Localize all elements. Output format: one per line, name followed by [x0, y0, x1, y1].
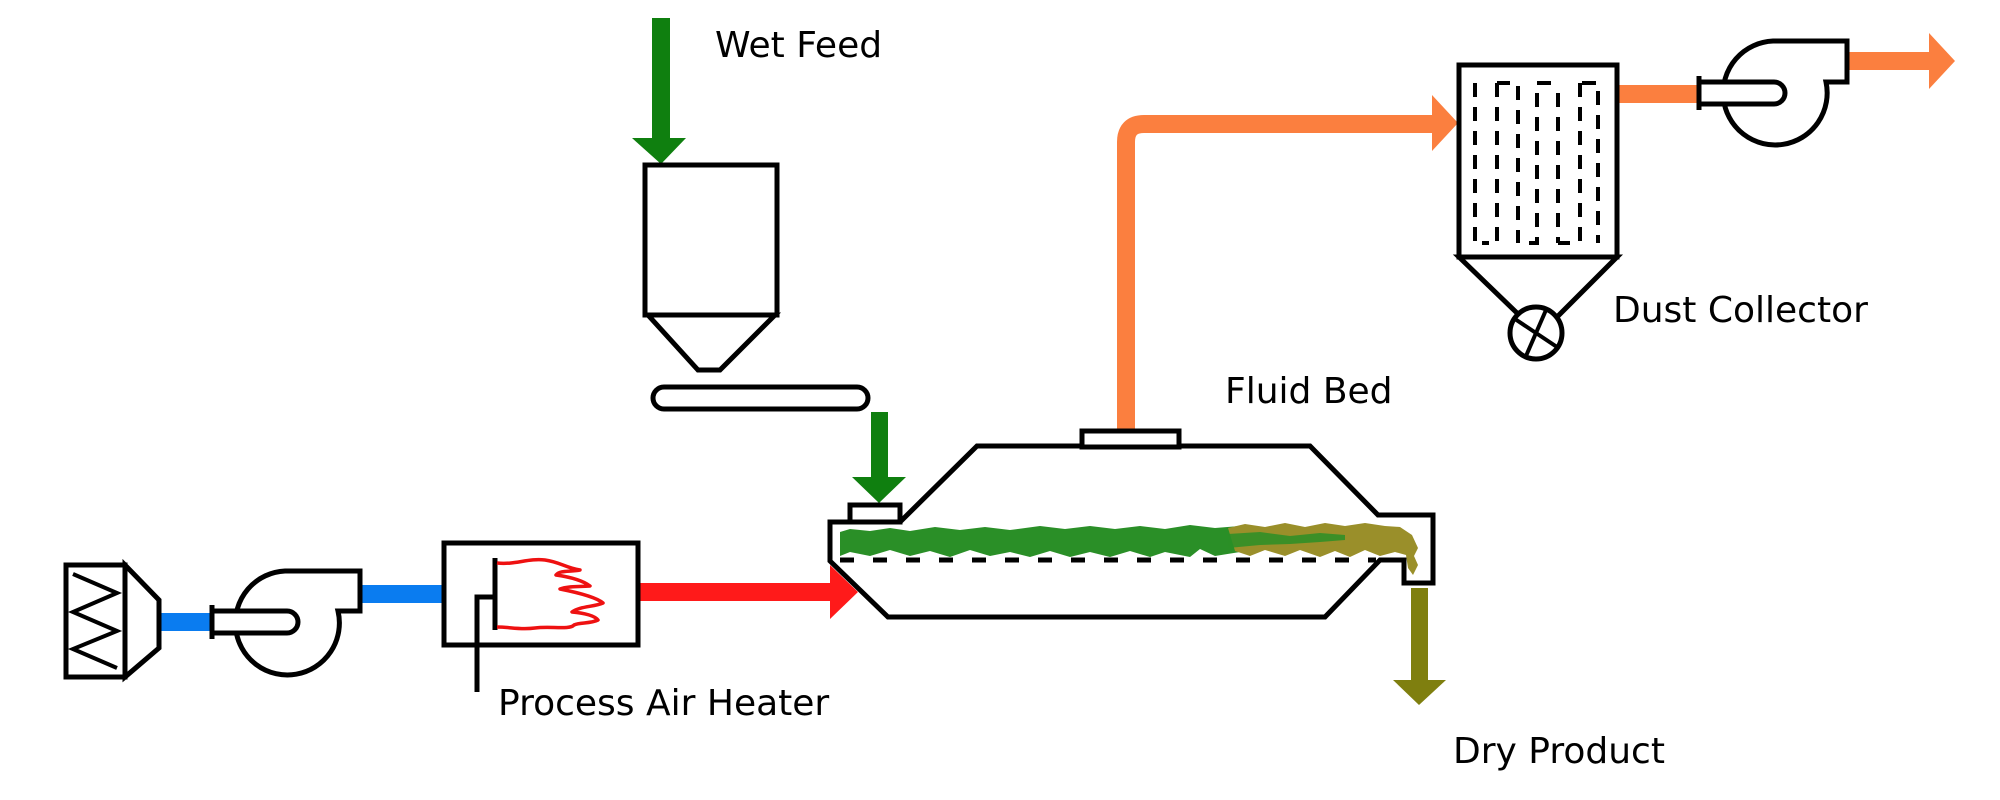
exhaust-outlet-arrowhead — [1929, 33, 1955, 89]
hot-air-pipe — [640, 583, 834, 601]
label-wet-feed: Wet Feed — [715, 25, 882, 66]
inlet-filter[interactable] — [63, 558, 162, 683]
fluid-bed[interactable] — [827, 428, 1436, 620]
inlet-filter-transition — [122, 558, 162, 683]
wet-feed-arrowhead-bed — [852, 477, 906, 503]
filter-bag — [1582, 81, 1600, 243]
label-process-air-heater: Process Air Heater — [498, 683, 829, 724]
hot-air-arrow — [640, 565, 858, 619]
exhaust-fan-inlet-tube — [1696, 79, 1788, 107]
supply-fan[interactable] — [209, 568, 363, 678]
fluid-bed-feed-inlet — [847, 502, 903, 525]
dry-product-shaft — [1411, 588, 1428, 682]
filter-bag — [1524, 93, 1539, 245]
wet-feed-arrow-top — [632, 18, 686, 164]
ambient-air-pipe-1 — [159, 613, 213, 631]
hot-air-arrowhead — [830, 565, 858, 619]
fluid-bed-exhaust-nozzle — [1079, 428, 1182, 450]
ambient-air-pipe-2 — [358, 585, 445, 603]
filter-element-icon — [67, 572, 123, 670]
wet-feed-arrowhead-top — [632, 138, 686, 164]
bed-material-transition — [1228, 532, 1345, 548]
flame-icon — [496, 557, 605, 631]
rotary-valve[interactable] — [1507, 304, 1565, 362]
bed-material-wet — [840, 525, 1240, 557]
fuel-line — [474, 594, 495, 692]
label-dry-product: Dry Product — [1453, 731, 1665, 772]
hopper-body — [642, 162, 780, 318]
exhaust-outlet-arrow — [1845, 33, 1955, 89]
label-fluid-bed: Fluid Bed — [1225, 371, 1393, 412]
filter-bag — [1482, 83, 1499, 245]
wet-feed-shaft-bed — [871, 412, 888, 479]
exhaust-air-pipe-2 — [1617, 85, 1700, 103]
wet-feed-shaft-top — [652, 18, 670, 140]
label-dust-collector: Dust Collector — [1613, 290, 1868, 331]
dry-product-arrowhead — [1393, 680, 1446, 705]
exhaust-air-duct-path — [1117, 115, 1436, 430]
process-air-heater[interactable] — [441, 540, 641, 692]
filter-bag — [1572, 83, 1582, 245]
supply-fan-inlet-tube — [209, 608, 301, 636]
exhaust-air-duct — [1117, 95, 1458, 430]
rotary-valve-vane — [1524, 309, 1548, 357]
dry-product-arrow — [1393, 588, 1446, 705]
exhaust-outlet-pipe — [1845, 52, 1933, 70]
hopper-cone — [642, 312, 782, 373]
wet-feed-arrow-bed — [852, 412, 906, 503]
exhaust-fan[interactable] — [1696, 38, 1850, 148]
feed-conveyor[interactable] — [650, 384, 871, 412]
dust-collector[interactable] — [1452, 62, 1624, 320]
filter-bags-icon — [1473, 81, 1600, 245]
exhaust-air-arrowhead-1 — [1432, 95, 1458, 151]
feed-hopper[interactable] — [642, 162, 782, 373]
